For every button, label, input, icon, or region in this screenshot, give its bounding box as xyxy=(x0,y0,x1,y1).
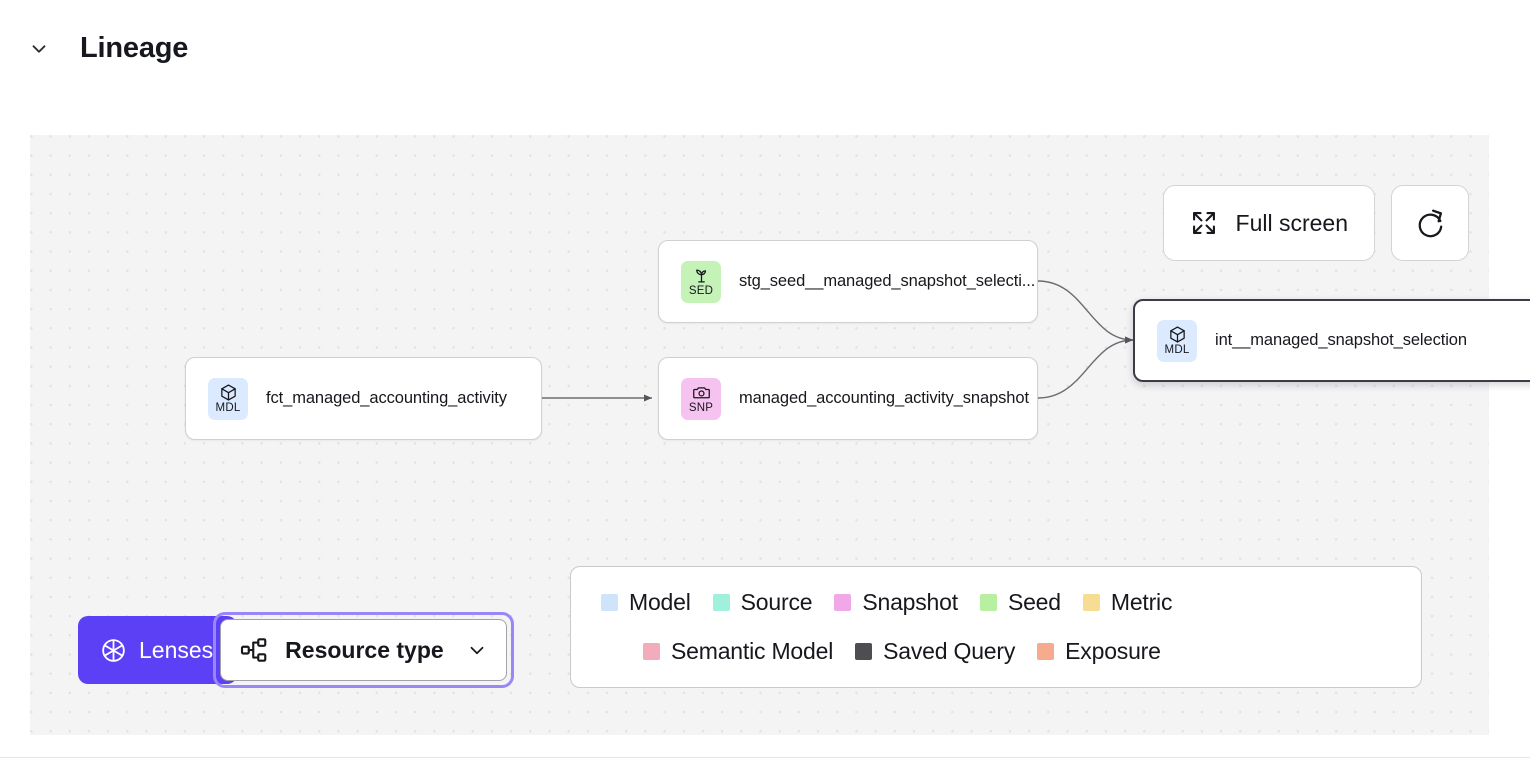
graph-node-fct-managed-accounting-activity[interactable]: MDL fct_managed_accounting_activity xyxy=(185,357,542,440)
refresh-icon xyxy=(1413,206,1447,240)
legend-item-exposure: Exposure xyxy=(1037,638,1161,665)
resource-type-focus-ring: Resource type xyxy=(213,612,514,688)
lenses-button[interactable]: Lenses xyxy=(78,616,238,684)
legend-swatch-seed xyxy=(979,594,997,611)
legend-item-saved-query: Saved Query xyxy=(855,638,1015,665)
lineage-section-header: Lineage xyxy=(0,0,1530,100)
legend-swatch-model xyxy=(601,594,618,611)
legend-label-saved-query: Saved Query xyxy=(883,638,1016,664)
legend-item-seed: Seed xyxy=(979,589,1061,616)
legend-item-semantic-model: Semantic Model xyxy=(643,638,833,665)
legend-label-source: Source xyxy=(740,589,813,615)
legend-row-secondary: Semantic Model Saved Query Exposure xyxy=(601,638,1391,665)
graph-edge xyxy=(1037,336,1134,399)
lineage-legend: Model Source Snapshot Seed Metric S xyxy=(570,566,1422,688)
camera-icon: SNP xyxy=(681,377,721,420)
node-badge-code: MDL xyxy=(1164,344,1190,356)
legend-label-snapshot: Snapshot xyxy=(862,589,958,615)
legend-label-seed: Seed xyxy=(1007,589,1061,615)
graph-node-label: managed_accounting_activity_snapshot xyxy=(739,389,1029,407)
graph-node-label: int__managed_snapshot_selection xyxy=(1215,331,1467,349)
legend-item-snapshot: Snapshot xyxy=(834,589,958,616)
graph-node-managed-accounting-activity-snapshot[interactable]: SNP managed_accounting_activity_snapshot xyxy=(658,357,1038,440)
page-title: Lineage xyxy=(80,32,189,64)
legend-swatch-saved-query xyxy=(855,643,873,660)
node-badge-code: SED xyxy=(688,285,714,297)
lineage-graph-canvas[interactable]: MDL fct_managed_accounting_activity SED … xyxy=(30,135,1530,735)
cube-icon: MDL xyxy=(1157,319,1197,362)
resource-type-dropdown[interactable]: Resource type xyxy=(220,619,507,681)
legend-swatch-snapshot xyxy=(834,594,852,611)
legend-item-metric: Metric xyxy=(1082,589,1173,616)
cube-icon: MDL xyxy=(208,377,248,420)
refresh-button[interactable] xyxy=(1391,185,1469,261)
node-badge-code: SNP xyxy=(688,402,714,414)
graph-edge xyxy=(1037,280,1134,344)
graph-node-int-managed-snapshot-selection[interactable]: MDL int__managed_snapshot_selection xyxy=(1133,299,1530,382)
legend-label-semantic-model: Semantic Model xyxy=(671,638,834,664)
legend-item-source: Source xyxy=(712,589,813,616)
node-badge-code: MDL xyxy=(215,402,241,414)
expand-arrows-icon xyxy=(1190,209,1218,237)
legend-label-model: Model xyxy=(629,589,691,615)
legend-label-exposure: Exposure xyxy=(1065,638,1161,664)
sprout-icon: SED xyxy=(681,260,721,303)
legend-row-primary: Model Source Snapshot Seed Metric xyxy=(601,589,1391,616)
lineage-bottom-controls: Lenses Resource type xyxy=(78,612,514,688)
legend-label-metric: Metric xyxy=(1110,589,1173,615)
full-screen-button[interactable]: Full screen xyxy=(1162,185,1375,261)
chevron-down-icon xyxy=(466,639,488,661)
graph-node-label: stg_seed__managed_snapshot_selecti... xyxy=(739,272,1036,290)
full-screen-label: Full screen xyxy=(1235,209,1348,236)
chevron-down-icon[interactable] xyxy=(26,36,52,62)
legend-item-model: Model xyxy=(601,589,691,616)
canvas-toolbar: Full screen xyxy=(1162,185,1469,261)
graph-node-stg-seed-managed-snapshot-selection[interactable]: SED stg_seed__managed_snapshot_selecti..… xyxy=(658,240,1038,323)
aperture-icon xyxy=(100,637,127,664)
resource-type-label: Resource type xyxy=(285,636,444,663)
hierarchy-icon xyxy=(239,635,269,665)
legend-swatch-metric xyxy=(1082,594,1100,611)
footer-divider xyxy=(0,757,1530,758)
legend-swatch-exposure xyxy=(1037,643,1055,660)
lenses-label: Lenses xyxy=(139,636,214,663)
graph-node-label: fct_managed_accounting_activity xyxy=(266,389,507,407)
legend-swatch-source xyxy=(712,594,730,611)
legend-swatch-semantic-model xyxy=(643,643,660,660)
